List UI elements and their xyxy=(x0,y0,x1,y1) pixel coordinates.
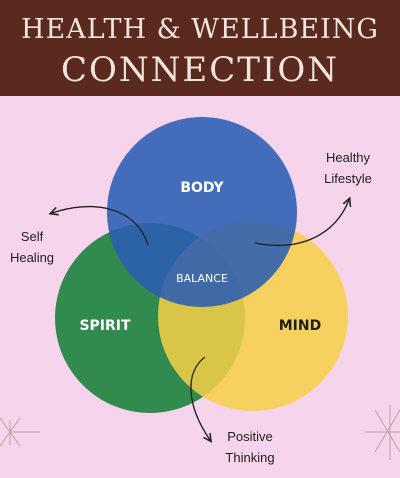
body-circle xyxy=(107,117,297,307)
arrow-self-healing xyxy=(52,205,149,246)
body-label: BODY xyxy=(180,180,224,196)
arrow-healthy-lifestyle xyxy=(254,200,349,247)
sparkle-left-icon xyxy=(0,417,40,447)
callout-healthy-lifestyle-line1: Healthy xyxy=(325,150,371,165)
arrow-positive-thinking xyxy=(190,356,210,440)
callout-self-healing-line2: Healing xyxy=(9,250,55,265)
title-line-1: HEALTH & WELLBEING xyxy=(21,14,379,45)
sparkle-right-icon xyxy=(365,405,400,460)
callout-positive-thinking-line2: Thinking xyxy=(225,450,275,465)
callout-healthy-lifestyle: Healthy Lifestyle xyxy=(308,147,388,189)
callout-self-healing: Self Healing xyxy=(2,226,62,268)
header-banner: HEALTH & WELLBEING CONNECTION xyxy=(0,0,400,96)
spirit-label: SPIRIT xyxy=(79,318,131,334)
callout-healthy-lifestyle-line2: Lifestyle xyxy=(324,171,372,186)
title-line-2: CONNECTION xyxy=(61,50,339,90)
balance-label: BALANCE xyxy=(176,272,228,285)
callout-self-healing-line1: Self xyxy=(20,229,44,244)
callout-positive-thinking: Positive Thinking xyxy=(210,426,290,468)
mind-label: MIND xyxy=(278,318,322,334)
callout-positive-thinking-line1: Positive xyxy=(227,429,273,444)
